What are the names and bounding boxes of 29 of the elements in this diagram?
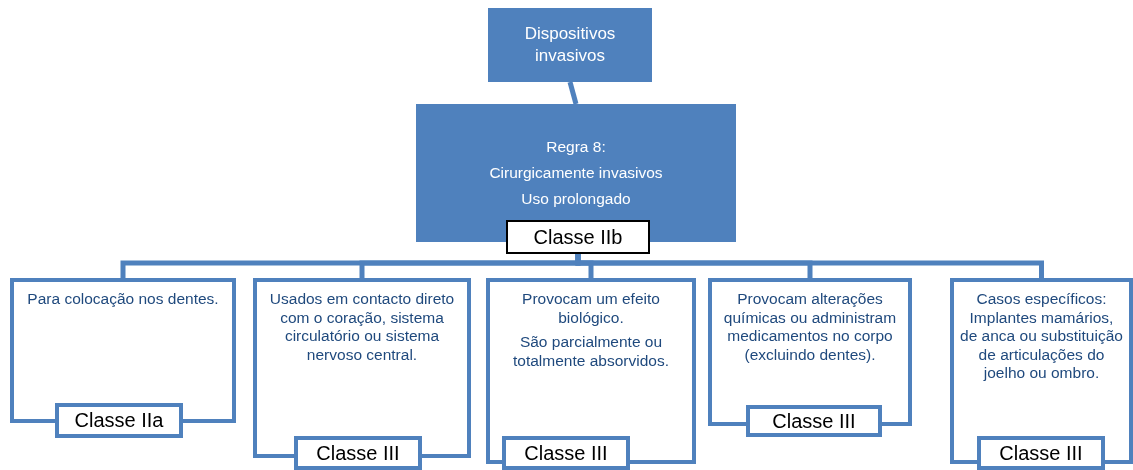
criterion-text: São parcialmente ou totalmente absorvidos. xyxy=(512,333,670,371)
class-text: Classe IIb xyxy=(533,225,623,249)
class-label-box xyxy=(746,405,882,437)
class-text: Classe III xyxy=(316,441,400,465)
class-label-box xyxy=(294,436,422,470)
criterion-text: Para colocação nos dentes. xyxy=(27,290,219,309)
title-box xyxy=(488,8,652,82)
heading-text: Regra 8: xyxy=(546,136,606,157)
heading-text: Uso prolongado xyxy=(521,189,631,210)
class-text: Classe IIa xyxy=(74,409,164,432)
class-label-box xyxy=(977,436,1105,470)
heading-text: Dispositivos invasivos xyxy=(523,22,617,67)
connector-line xyxy=(567,81,579,105)
connector-line xyxy=(575,254,1044,278)
class-text: Classe III xyxy=(999,441,1083,465)
criterion-box xyxy=(253,278,471,458)
criterion-box xyxy=(708,278,912,426)
class-label-box xyxy=(506,220,650,254)
criterion-text: Provocam alterações químicas ou administram medicamentos no corpo (excluindo dentes). xyxy=(722,290,898,365)
class-text: Classe III xyxy=(524,441,608,465)
class-label-box xyxy=(502,436,630,470)
criterion-box xyxy=(486,278,696,464)
class-text: Classe III xyxy=(772,409,856,433)
criterion-text: Provocam um efeito biológico. xyxy=(521,290,661,328)
class-label-box xyxy=(55,403,183,438)
heading-text: Cirurgicamente invasivos xyxy=(489,162,663,183)
criterion-text: Casos específicos: Implantes mamários, de anca ou substituição de articulações do joelho ou ombro. xyxy=(960,290,1123,383)
criterion-text: Usados em contacto direto com o coração, sistema circulatório ou sistema nervoso central. xyxy=(268,290,456,365)
criterion-box xyxy=(950,278,1133,464)
